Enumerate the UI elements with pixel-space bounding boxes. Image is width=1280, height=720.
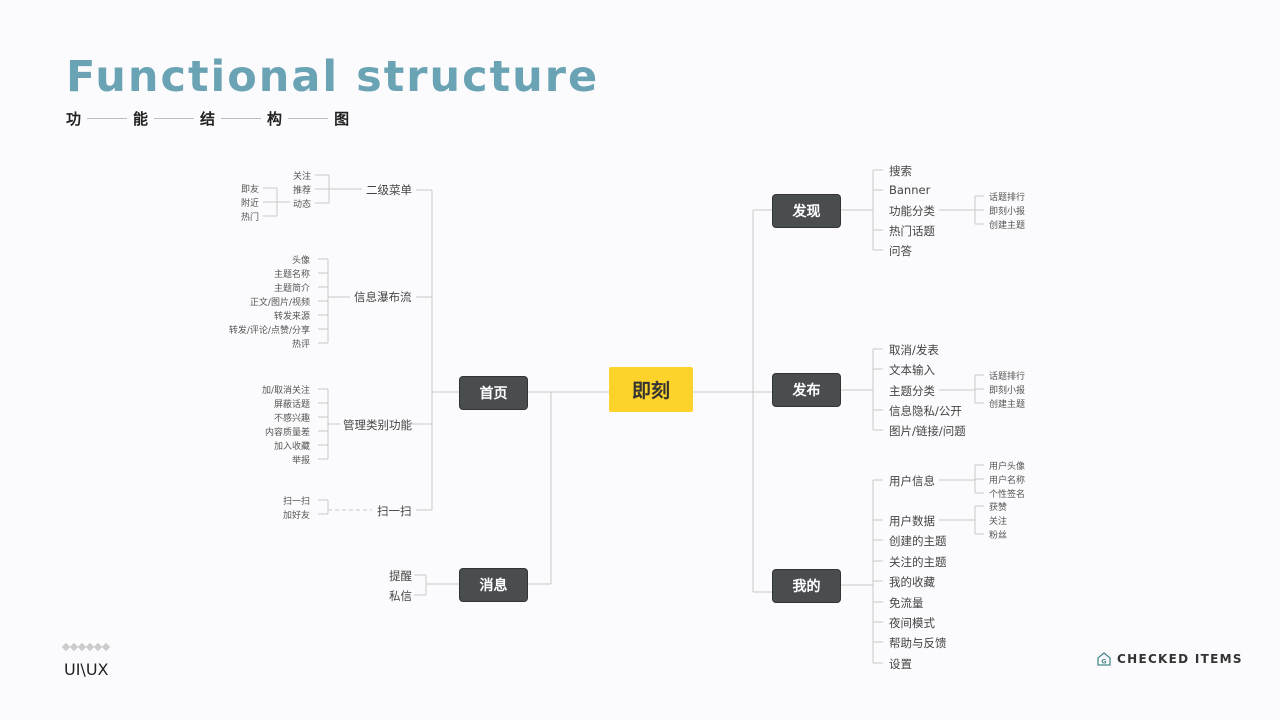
feed-item: 正文/图片/视频 bbox=[249, 298, 310, 308]
mine-item: 设置 bbox=[889, 657, 912, 671]
mine-data-sub-item: 粉丝 bbox=[989, 531, 1008, 541]
discover-sub-item: 创建主题 bbox=[989, 221, 1026, 231]
page-subtitle: 功 能 结 构 图 bbox=[66, 110, 350, 128]
svg-text:G: G bbox=[1101, 658, 1108, 666]
scan-label: 扫一扫 bbox=[377, 504, 412, 518]
feed-item: 转发/评论/点赞/分享 bbox=[228, 326, 310, 336]
publish-item: 文本输入 bbox=[889, 363, 935, 377]
mine-item: 帮助与反馈 bbox=[889, 636, 947, 650]
feed-item: 头像 bbox=[291, 256, 310, 266]
scan-item: 加好友 bbox=[282, 511, 310, 521]
discover-item: Banner bbox=[889, 183, 931, 197]
manage-item: 屏蔽话题 bbox=[273, 400, 310, 410]
manage-item: 内容质量差 bbox=[264, 428, 310, 438]
submenu-label: 二级菜单 bbox=[366, 183, 412, 197]
feed-item: 主题名称 bbox=[273, 270, 310, 280]
submenu-item: 推荐 bbox=[293, 186, 312, 196]
publish-item: 主题分类 bbox=[889, 384, 935, 398]
mine-item: 免流量 bbox=[889, 596, 924, 610]
discover-item: 热门话题 bbox=[889, 224, 935, 238]
brand-name: CHECKED ITEMS bbox=[1117, 652, 1243, 666]
publish-sub-item: 创建主题 bbox=[989, 400, 1026, 410]
mine-item: 关注的主题 bbox=[889, 555, 947, 569]
node-mine: 我的 bbox=[773, 570, 840, 602]
publish-item: 信息隐私/公开 bbox=[889, 404, 962, 418]
publish-sub-item: 话题排行 bbox=[989, 372, 1026, 382]
manage-item: 加/取消关注 bbox=[261, 386, 310, 396]
submenu-sub-item: 附近 bbox=[241, 199, 260, 209]
node-publish: 发布 bbox=[773, 374, 840, 406]
discover-item: 问答 bbox=[889, 244, 912, 258]
mine-info-sub-item: 用户名称 bbox=[989, 476, 1026, 486]
manage-item: 举报 bbox=[291, 456, 310, 466]
node-message: 消息 bbox=[460, 569, 527, 601]
decor-dots bbox=[61, 642, 111, 652]
mine-item: 我的收藏 bbox=[889, 575, 935, 589]
publish-item: 图片/链接/问题 bbox=[889, 424, 966, 438]
brand-logo: G CHECKED ITEMS bbox=[1097, 652, 1243, 666]
submenu-item: 关注 bbox=[293, 172, 312, 182]
mine-info-sub-item: 个性签名 bbox=[989, 490, 1026, 500]
publish-sub-item: 即刻小报 bbox=[989, 386, 1026, 396]
feed-item: 热评 bbox=[291, 340, 310, 350]
mine-item: 用户信息 bbox=[889, 474, 935, 488]
manage-item: 不感兴趣 bbox=[273, 414, 310, 424]
feed-item: 转发来源 bbox=[273, 312, 310, 322]
manage-item: 加入收藏 bbox=[273, 442, 310, 452]
publish-item: 取消/发表 bbox=[889, 343, 939, 357]
submenu-sub-item: 热门 bbox=[241, 213, 260, 223]
page-title: Functional structure bbox=[66, 52, 600, 102]
discover-sub-item: 即刻小报 bbox=[989, 207, 1026, 217]
discover-item: 搜索 bbox=[889, 164, 912, 178]
mine-data-sub-item: 关注 bbox=[989, 517, 1008, 527]
node-home: 首页 bbox=[460, 377, 527, 409]
manage-label: 管理类别功能 bbox=[343, 418, 412, 432]
discover-item: 功能分类 bbox=[889, 204, 935, 218]
message-item: 私信 bbox=[389, 589, 412, 603]
footer-label: UI\UX bbox=[64, 660, 109, 679]
mine-data-sub-item: 获赞 bbox=[989, 503, 1008, 513]
house-icon: G bbox=[1097, 652, 1111, 666]
submenu-item: 动态 bbox=[293, 200, 312, 210]
discover-sub-item: 话题排行 bbox=[989, 193, 1026, 203]
submenu-sub-item: 即友 bbox=[241, 185, 260, 195]
message-item: 提醒 bbox=[389, 569, 412, 583]
mine-item: 创建的主题 bbox=[889, 534, 947, 548]
scan-item: 扫一扫 bbox=[282, 497, 310, 507]
mine-item: 用户数据 bbox=[889, 514, 935, 528]
root-node: 即刻 bbox=[609, 367, 693, 412]
mine-item: 夜间模式 bbox=[889, 616, 935, 630]
feed-item: 主题简介 bbox=[273, 284, 310, 294]
feed-label: 信息瀑布流 bbox=[354, 290, 412, 304]
node-discover: 发现 bbox=[773, 195, 840, 227]
mine-info-sub-item: 用户头像 bbox=[989, 462, 1026, 472]
